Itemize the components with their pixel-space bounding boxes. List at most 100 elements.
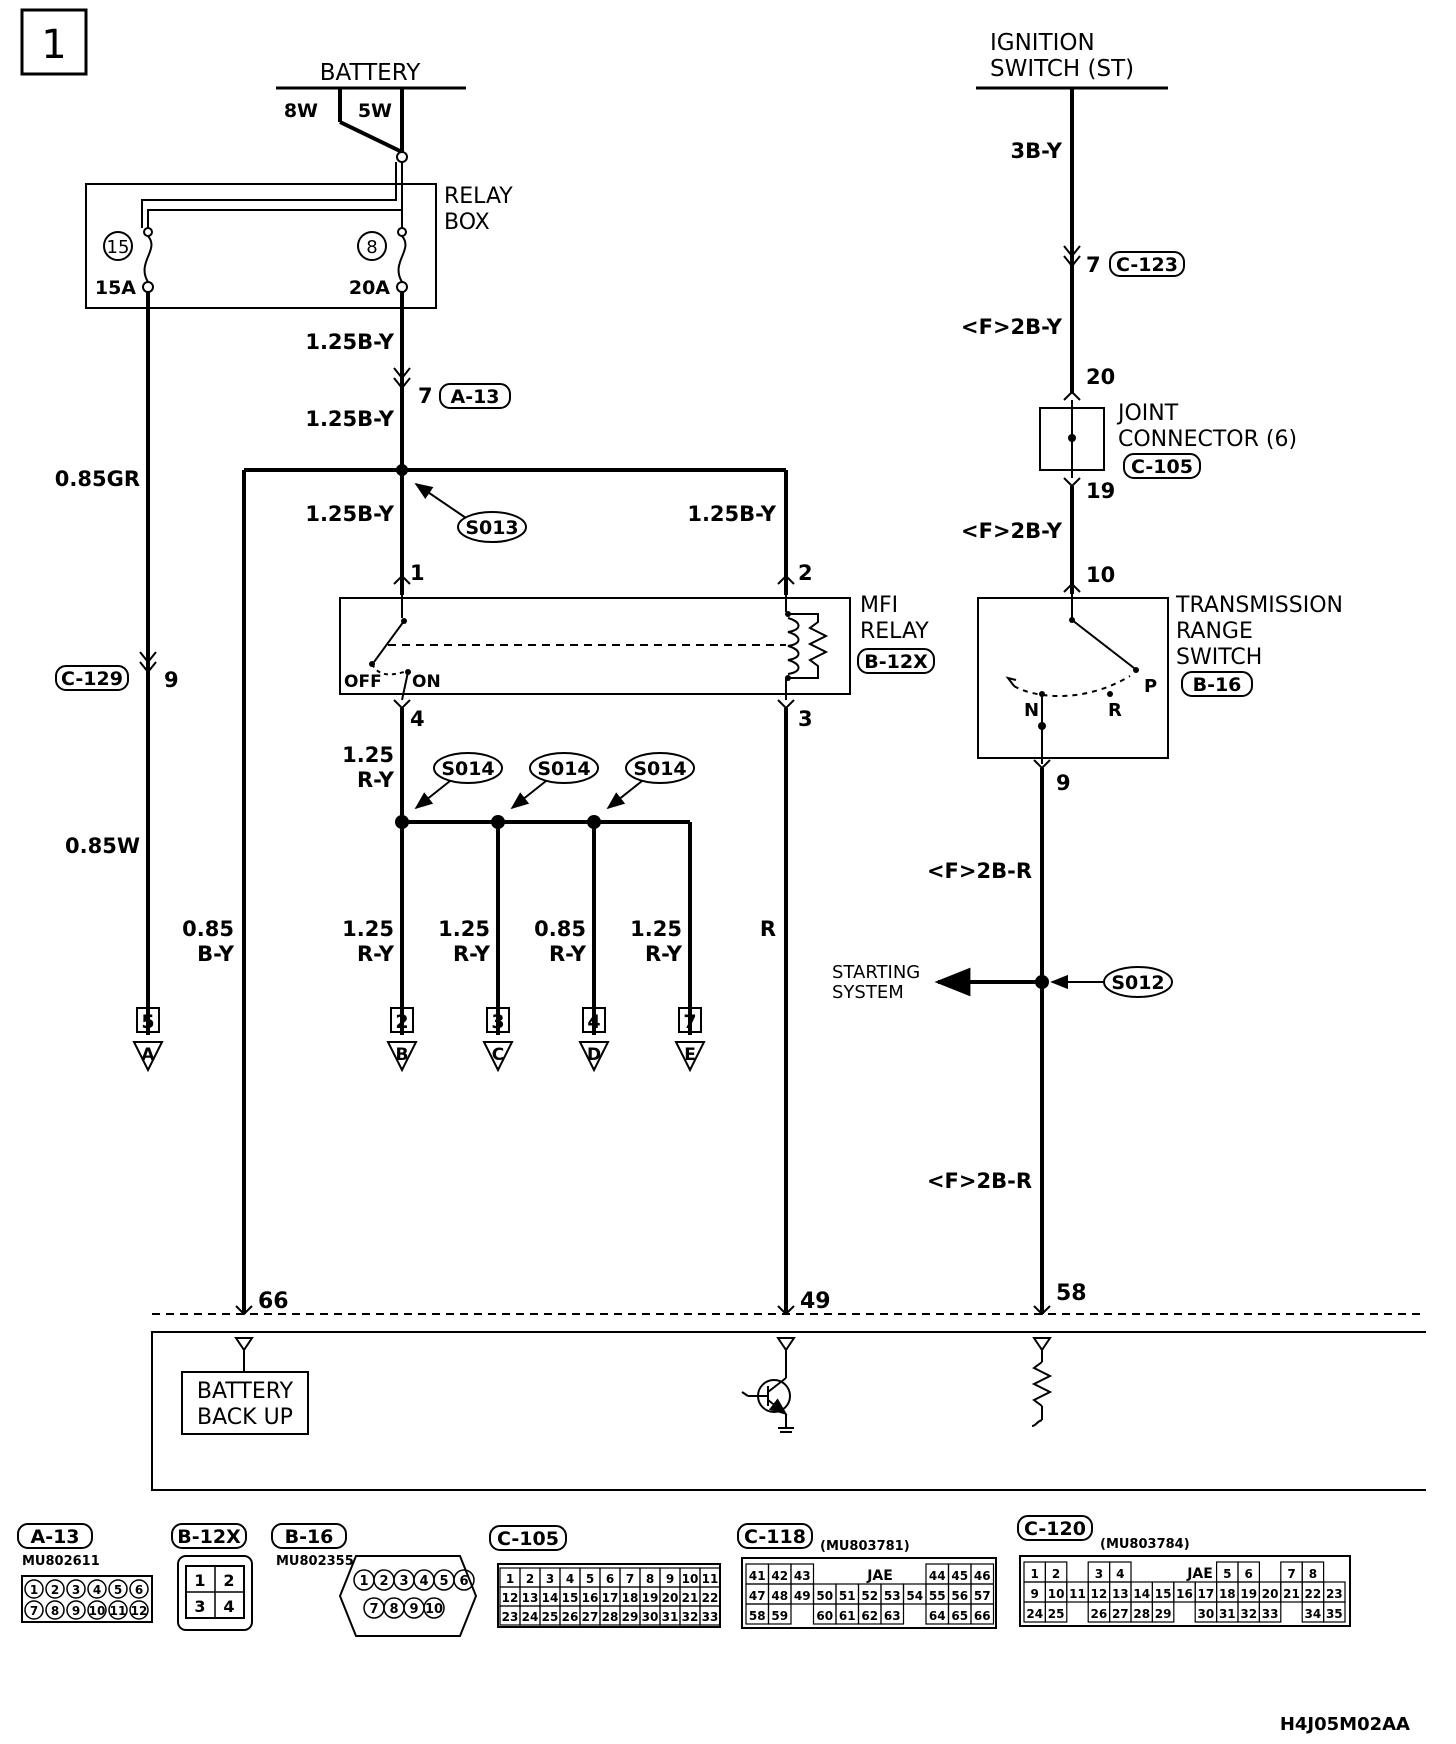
pin-circle xyxy=(129,1579,149,1599)
wire-label-rb-out: 1.25B-Y xyxy=(305,330,394,354)
connector-view-b12x: B-12X 1 2 3 4 xyxy=(171,1523,253,1631)
terminal-b-pin: 2 xyxy=(395,1011,408,1033)
pin-label: 4 xyxy=(566,1572,574,1586)
pin-label: 66 xyxy=(974,1609,991,1623)
branch-terminals: 1.25 R-Y 2 B 1.25 R-Y 3 C 0.85 R-Y 4 D 1… xyxy=(182,917,776,1073)
ecm-pin-49: 49 xyxy=(800,1289,831,1314)
pin-label: 25 xyxy=(1048,1607,1065,1621)
pin-label: 6 xyxy=(135,1583,143,1597)
pin-label: 7 xyxy=(369,1602,378,1617)
pin-label: 2 xyxy=(51,1583,59,1597)
pin-label: 28 xyxy=(1133,1607,1150,1621)
svg-text:R-Y: R-Y xyxy=(645,942,683,966)
pin-circle xyxy=(66,1579,86,1599)
ecm-pin-58: 58 xyxy=(1056,1281,1087,1306)
pin-label: 27 xyxy=(582,1610,599,1624)
wire-label-tr-out: <F>2B-R xyxy=(927,859,1032,883)
pin-label: 3 xyxy=(546,1572,554,1586)
pin-label: 62 xyxy=(861,1609,878,1623)
pin-label: 43 xyxy=(794,1569,811,1583)
terminal-b-letter: B xyxy=(396,1045,409,1065)
battery-label: BATTERY xyxy=(320,60,421,86)
pin-label: 10 xyxy=(682,1572,699,1586)
pin-label: 4 xyxy=(93,1583,101,1597)
ecm-pin-66: 66 xyxy=(258,1289,289,1314)
connector-c105: C-105 xyxy=(1131,456,1193,478)
pin-label: 4 xyxy=(1116,1567,1124,1581)
pin-label: 31 xyxy=(1219,1607,1236,1621)
pin-label: 47 xyxy=(749,1589,766,1603)
transistor-icon xyxy=(741,1350,794,1433)
pin-label: 33 xyxy=(702,1610,719,1624)
c123-pin: 7 xyxy=(1086,253,1101,277)
connector-a13: A-13 xyxy=(450,386,499,408)
pin-label: 25 xyxy=(542,1610,559,1624)
battery-wire-8w: 8W xyxy=(284,100,318,122)
svg-text:MU802611: MU802611 xyxy=(22,1554,100,1569)
pin-circle xyxy=(129,1600,149,1620)
svg-text:C-105: C-105 xyxy=(497,1528,559,1550)
fuse-15: 15 15A xyxy=(95,227,154,299)
c120-maker: JAE xyxy=(1186,1566,1213,1582)
fuse-8: 8 20A xyxy=(349,227,408,299)
pin-label: 13 xyxy=(1112,1587,1129,1601)
page-number-box: 1 xyxy=(20,8,88,76)
pin-label: 49 xyxy=(794,1589,811,1603)
svg-text:C-118: C-118 xyxy=(744,1526,806,1548)
jc-label-1: JOINT xyxy=(1116,401,1179,426)
pin-label: 10 xyxy=(1048,1587,1065,1601)
svg-text:15: 15 xyxy=(107,237,130,258)
mfi-relay-label-2: RELAY xyxy=(860,619,929,644)
wire-label-pin4-gauge: 1.25 xyxy=(342,743,394,767)
svg-text:C-120: C-120 xyxy=(1024,1518,1086,1540)
pin-cell xyxy=(1151,1601,1175,1623)
starting-system-1: STARTING xyxy=(832,962,920,983)
wire-label-pin4-color: R-Y xyxy=(357,768,395,792)
pin-label: 33 xyxy=(1262,1607,1279,1621)
wire-label-s013-left: 1.25B-Y xyxy=(305,502,394,526)
pin-label: 1 xyxy=(1031,1567,1039,1581)
pin-circle xyxy=(108,1579,128,1599)
pin-label: 57 xyxy=(974,1589,991,1603)
ecm-block: 66 49 58 BATTERY BACK UP xyxy=(151,1281,1426,1491)
trs-pin-in: 10 xyxy=(1086,563,1115,587)
backup-label-2: BACK UP xyxy=(197,1405,293,1430)
pin-label: 1 xyxy=(506,1572,514,1586)
pin-label: 29 xyxy=(1155,1607,1172,1621)
terminal-a-pin: 5 xyxy=(141,1011,154,1033)
pin-label: 14 xyxy=(542,1591,559,1605)
pin-label: 18 xyxy=(622,1591,639,1605)
mfi-relay: 1 2 MFI RELAY B-12X OFF ON 4 3 xyxy=(339,561,935,731)
svg-text:2: 2 xyxy=(223,1571,234,1590)
pin-label: 8 xyxy=(1309,1567,1317,1581)
jc-label-2: CONNECTOR (6) xyxy=(1118,427,1297,452)
pin-label: 9 xyxy=(72,1604,80,1618)
trs-n: N xyxy=(1024,700,1039,721)
pin-label: 30 xyxy=(1198,1607,1215,1621)
pin-circle xyxy=(45,1579,65,1599)
pin-label: 19 xyxy=(1240,1587,1257,1601)
wire-label-3b-y: 3B-Y xyxy=(1011,139,1063,163)
splice-s013: S013 xyxy=(465,517,518,539)
pin-label: 8 xyxy=(646,1572,654,1586)
splice-s014-a: S014 xyxy=(441,758,494,780)
pin-circle xyxy=(453,1569,475,1591)
pin-label: 42 xyxy=(771,1569,788,1583)
relay-on: ON xyxy=(412,672,441,692)
pin-label: 17 xyxy=(602,1591,619,1605)
pin-label: 3 xyxy=(399,1574,408,1589)
pin-label: 5 xyxy=(586,1572,594,1586)
svg-text:0.85: 0.85 xyxy=(534,917,586,941)
svg-text:4: 4 xyxy=(223,1597,234,1616)
svg-text:(MU803781): (MU803781) xyxy=(820,1539,910,1554)
pin-cell xyxy=(1322,1601,1346,1623)
pin-label: 23 xyxy=(502,1610,519,1624)
svg-text:8: 8 xyxy=(366,237,377,258)
mfi-relay-label-1: MFI xyxy=(860,593,898,618)
relay-box-label-2: BOX xyxy=(444,210,490,235)
connector-c129: C-129 xyxy=(61,668,123,690)
connector-c123: C-123 xyxy=(1116,254,1178,276)
